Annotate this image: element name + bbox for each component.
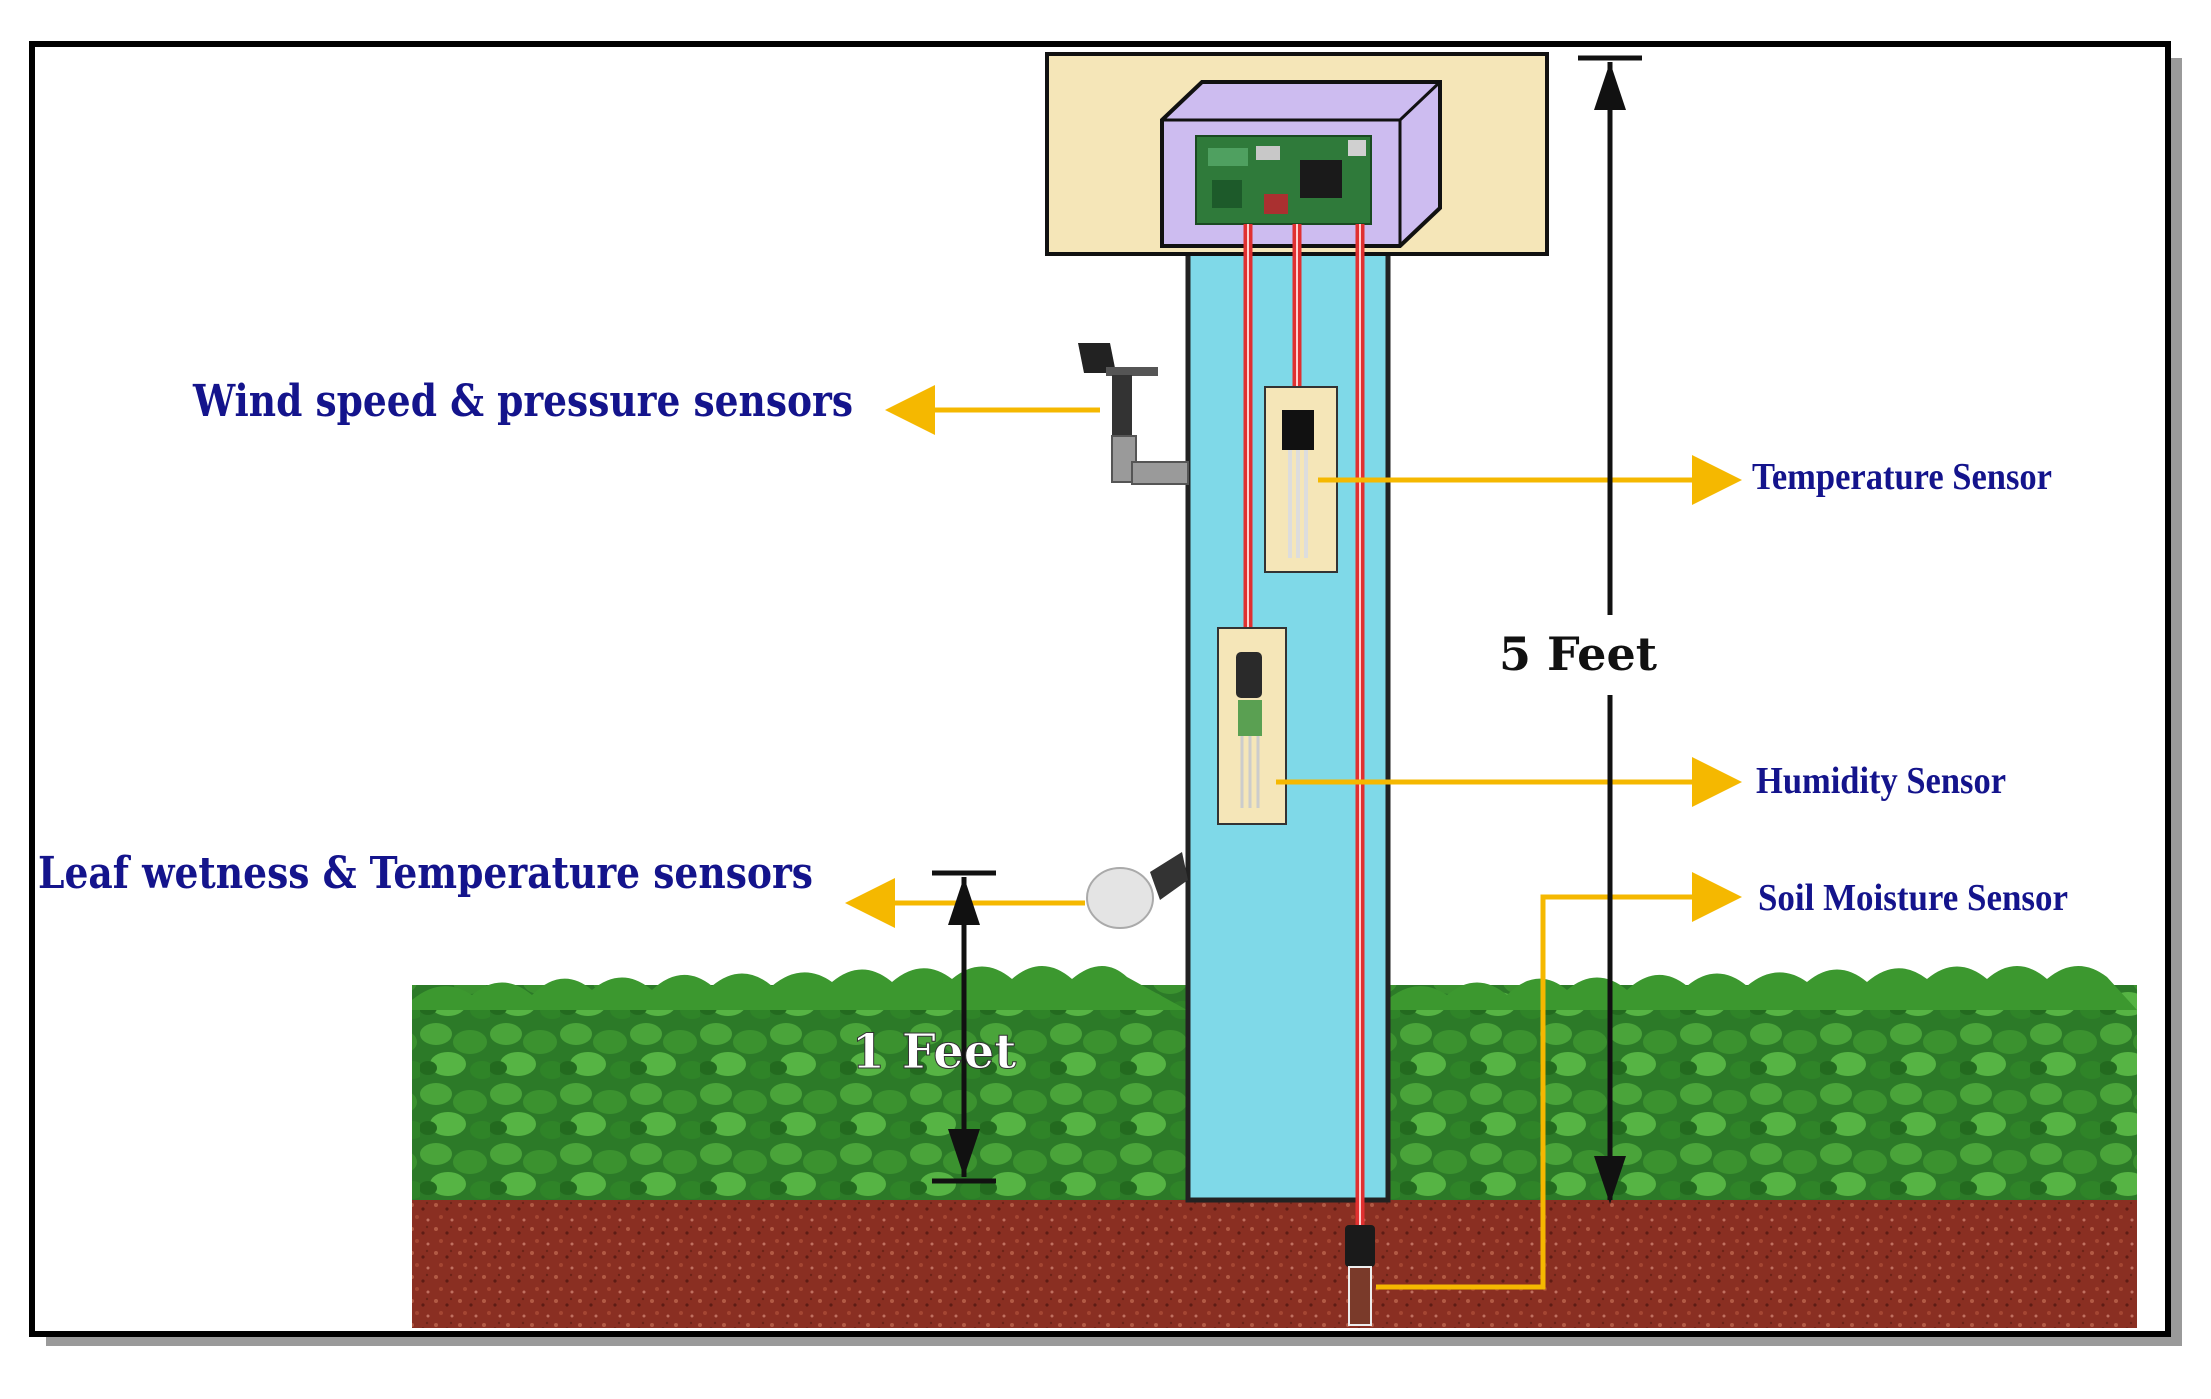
circuit-board [1195,135,1372,225]
humidity-label: Humidity Sensor [1756,760,2006,802]
one-feet-dimension [932,870,996,1184]
soil-moisture-arrow [1376,872,1742,1290]
foliage-top-left [412,965,1187,1010]
five-feet-dimension [1578,55,1642,1204]
humidity-sensor [1217,627,1287,825]
foliage-right [1387,985,2137,1210]
wind-speed-sensor [1078,343,1189,485]
temperature-sensor [1264,386,1338,573]
leaf-wetness-sensor [1086,852,1188,929]
one-feet-label: 1 Feet [852,1024,1017,1080]
soil-moisture-sensor [1345,1225,1375,1326]
soil-moisture-label: Soil Moisture Sensor [1758,877,2068,919]
leaf-wetness-label: Leaf wetness & Temperature sensors [38,848,813,899]
temperature-label: Temperature Sensor [1752,456,2052,498]
foliage-top-right [1387,965,2137,1010]
soil [412,1200,2137,1328]
wind-pressure-label: Wind speed & pressure sensors [192,376,853,427]
foliage-left [412,985,1187,1210]
five-feet-label: 5 Feet [1499,627,1658,681]
controller-enclosure [1160,80,1442,248]
crop-field [412,965,2137,1328]
